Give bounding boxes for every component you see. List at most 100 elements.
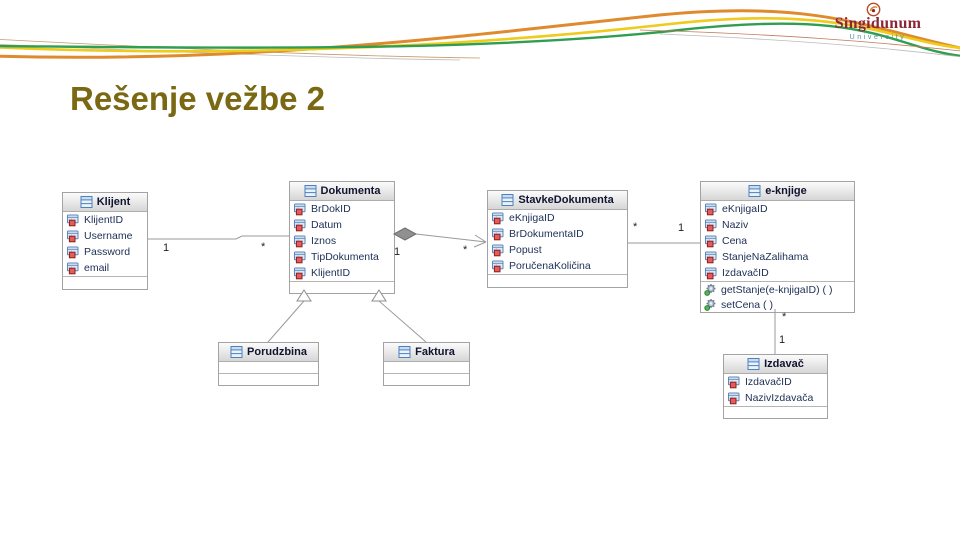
- attribute-row: eKnjigaID: [701, 201, 854, 217]
- attribute-label: NazivIzdavača: [745, 392, 814, 404]
- page-title: Rešenje vežbe 2: [70, 80, 325, 117]
- attribute-label: Iznos: [311, 235, 337, 247]
- university-logo: Singidunum University: [822, 2, 934, 41]
- attribute-row: BrDokumentaID: [488, 226, 627, 242]
- attribute-icon: [704, 267, 719, 280]
- multiplicity-label: 1: [678, 222, 685, 234]
- attribute-icon: [491, 228, 506, 241]
- method-row: getStanje(e-knjigaID) ( ): [701, 281, 854, 297]
- attribute-icon: [293, 219, 308, 232]
- method-label: setCena ( ): [721, 298, 773, 311]
- attribute-row: Cena: [701, 233, 854, 249]
- attribute-row: KlijentID: [290, 265, 394, 281]
- multiplicity-label: *: [463, 244, 468, 256]
- attribute-icon: [491, 260, 506, 273]
- multiplicity-label: *: [633, 221, 638, 233]
- multiplicity-label: *: [261, 241, 266, 253]
- class-name: Klijent: [96, 196, 131, 208]
- class-header: e-knjige: [701, 182, 854, 201]
- attribute-row: Iznos: [290, 233, 394, 249]
- class-header: Dokumenta: [290, 182, 394, 201]
- multiplicity-label: *: [782, 311, 787, 323]
- empty-section: [488, 274, 627, 287]
- class-icon: [747, 358, 760, 370]
- class-icon: [230, 346, 243, 358]
- class-icon: [748, 185, 761, 197]
- attribute-row: Password: [63, 244, 147, 260]
- class-name: Dokumenta: [320, 185, 381, 197]
- attribute-label: Naziv: [722, 219, 749, 231]
- class-name: StavkeDokumenta: [518, 194, 614, 206]
- empty-section: [219, 373, 318, 385]
- attribute-label: email: [84, 262, 110, 274]
- multiplicity-label: 1: [163, 242, 170, 254]
- class-name: Izdavač: [764, 358, 804, 370]
- attribute-label: eKnjigaID: [509, 212, 555, 224]
- attribute-row: eKnjigaID: [488, 210, 627, 226]
- attribute-icon: [293, 235, 308, 248]
- attribute-row: IzdavačID: [701, 265, 854, 281]
- attribute-icon: [491, 244, 506, 257]
- class-icon: [501, 194, 514, 206]
- logo-subtitle: University: [849, 34, 907, 41]
- class-icon: [80, 196, 93, 208]
- attribute-icon: [491, 212, 506, 225]
- class-box-porudzbina: Porudzbina: [218, 342, 319, 386]
- decorative-waves-graphic: [0, 9, 960, 61]
- attribute-label: eKnjigaID: [722, 203, 768, 215]
- attribute-label: IzdavačID: [722, 267, 769, 279]
- attribute-icon: [727, 376, 742, 389]
- class-header: Izdavač: [724, 355, 827, 374]
- empty-section: [219, 362, 318, 373]
- class-name: Faktura: [415, 346, 455, 358]
- attribute-label: IzdavačID: [745, 376, 792, 388]
- empty-section: [290, 281, 394, 293]
- attribute-icon: [66, 214, 81, 227]
- attribute-icon: [66, 262, 81, 275]
- method-gear-icon: [704, 283, 718, 296]
- attribute-row: NazivIzdavača: [724, 390, 827, 406]
- attribute-icon: [293, 251, 308, 264]
- attribute-icon: [293, 203, 308, 216]
- attribute-row: email: [63, 260, 147, 276]
- class-box-dokumenta: Dokumenta BrDokID Datum Iznos TipDokumen…: [289, 181, 395, 294]
- method-label: getStanje(e-knjigaID) ( ): [721, 283, 833, 296]
- attribute-label: BrDokID: [311, 203, 351, 215]
- attribute-icon: [727, 392, 742, 405]
- empty-section: [384, 373, 469, 385]
- attribute-label: Username: [84, 230, 133, 242]
- attribute-row: BrDokID: [290, 201, 394, 217]
- class-name: Porudzbina: [247, 346, 307, 358]
- empty-section: [384, 362, 469, 373]
- attribute-label: Cena: [722, 235, 748, 247]
- attribute-row: TipDokumenta: [290, 249, 394, 265]
- attribute-row: IzdavačID: [724, 374, 827, 390]
- empty-section: [63, 276, 147, 289]
- attribute-icon: [66, 230, 81, 243]
- attribute-row: Username: [63, 228, 147, 244]
- attribute-row: StanjeNaZalihama: [701, 249, 854, 265]
- class-box-klijent: Klijent KlijentID Username Password emai…: [62, 192, 148, 290]
- class-box-eknjige: e-knjige eKnjigaID Naziv Cena StanjeNaZa…: [700, 181, 855, 313]
- class-header: Faktura: [384, 343, 469, 362]
- attribute-icon: [704, 235, 719, 248]
- empty-section: [724, 406, 827, 418]
- attribute-row: KlijentID: [63, 212, 147, 228]
- attribute-label: Popust: [509, 244, 542, 256]
- class-icon: [398, 346, 411, 358]
- method-gear-icon: [704, 298, 718, 311]
- class-name: e-knjige: [765, 185, 807, 197]
- attribute-label: StanjeNaZalihama: [722, 251, 809, 263]
- university-emblem-icon: [866, 2, 881, 17]
- attribute-label: Password: [84, 246, 131, 258]
- attribute-icon: [293, 267, 308, 280]
- attribute-row: Datum: [290, 217, 394, 233]
- attribute-label: Datum: [311, 219, 342, 231]
- class-box-stavkedokumenta: StavkeDokumenta eKnjigaID BrDokumentaID …: [487, 190, 628, 288]
- class-header: Klijent: [63, 193, 147, 212]
- attribute-row: Popust: [488, 242, 627, 258]
- multiplicity-label: 1: [779, 334, 786, 346]
- class-box-faktura: Faktura: [383, 342, 470, 386]
- attribute-row: Naziv: [701, 217, 854, 233]
